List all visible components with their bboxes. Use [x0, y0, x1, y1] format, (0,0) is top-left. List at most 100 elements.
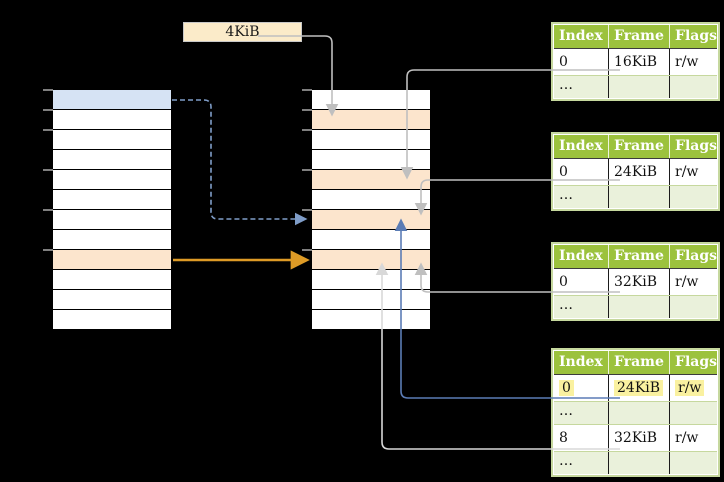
arrow-directory-dashed [172, 99, 308, 226]
table-cell: 24KiB [609, 375, 670, 401]
memory-cell [312, 210, 430, 229]
memory-cell [53, 290, 171, 309]
memory-cell [312, 130, 430, 149]
table-cell: … [554, 402, 609, 424]
table-cell: r/w [670, 375, 717, 401]
table-row: … [554, 75, 717, 98]
address-tick [43, 169, 53, 171]
memory-cell [312, 150, 430, 169]
memory-cell [53, 130, 171, 149]
column-header: Flags [670, 245, 717, 268]
table-row: … [554, 185, 717, 208]
memory-cell [53, 230, 171, 249]
column-header: Frame [609, 351, 670, 374]
page-table-column [312, 90, 430, 329]
memory-cell [53, 170, 171, 189]
address-tick [302, 209, 312, 211]
address-tick [43, 89, 53, 91]
page-size-label: 4KiB [183, 22, 302, 42]
memory-cell [312, 90, 430, 109]
table-cell [609, 452, 670, 474]
memory-cell [53, 270, 171, 289]
address-tick [43, 129, 53, 131]
memory-cell [53, 250, 171, 269]
address-tick [302, 169, 312, 171]
column-header: Flags [670, 351, 717, 374]
table-cell: 8 [554, 425, 609, 451]
table-cell [670, 402, 717, 424]
memory-cell [312, 190, 430, 209]
table-cell [609, 402, 670, 424]
table-cell [609, 186, 670, 208]
table-row: 0 24KiB r/w [554, 374, 717, 401]
table-cell: 0 [554, 159, 609, 185]
table-cell: r/w [670, 269, 717, 295]
address-tick [43, 109, 53, 111]
memory-cell [312, 310, 430, 329]
table-cell [609, 296, 670, 318]
column-header: Flags [670, 25, 717, 48]
memory-cell [312, 170, 430, 189]
address-tick [302, 249, 312, 251]
page-directory-column [53, 90, 171, 329]
column-header: Index [554, 135, 609, 158]
memory-cell [312, 290, 430, 309]
table-cell: 32KiB [609, 425, 670, 451]
table-cell: 16KiB [609, 49, 670, 75]
table-cell [609, 76, 670, 98]
memory-cell [312, 110, 430, 129]
table-cell: … [554, 76, 609, 98]
column-header: Index [554, 25, 609, 48]
memory-cell [312, 270, 430, 289]
memory-cell [53, 150, 171, 169]
highlighted-value: r/w [675, 380, 705, 396]
column-header: Index [554, 351, 609, 374]
table-cell: 0 [554, 269, 609, 295]
memory-cell [53, 310, 171, 329]
column-header: Frame [609, 245, 670, 268]
table-row: … [554, 451, 717, 474]
address-tick [302, 109, 312, 111]
memory-cell [53, 90, 171, 109]
table-cell [670, 76, 717, 98]
table-cell [670, 452, 717, 474]
address-tick [43, 209, 53, 211]
table-cell: 24KiB [609, 159, 670, 185]
column-header: Index [554, 245, 609, 268]
table-row: … [554, 401, 717, 424]
table-cell: r/w [670, 425, 717, 451]
memory-cell [53, 190, 171, 209]
table-cell: … [554, 452, 609, 474]
highlighted-value: 0 [559, 380, 574, 396]
table-cell: … [554, 186, 609, 208]
column-header: Frame [609, 135, 670, 158]
table-cell: … [554, 296, 609, 318]
memory-cell [53, 210, 171, 229]
column-header: Flags [670, 135, 717, 158]
table-cell [670, 296, 717, 318]
table-row: … [554, 295, 717, 318]
table-cell: r/w [670, 49, 717, 75]
address-tick [302, 89, 312, 91]
highlighted-value: 24KiB [614, 380, 664, 396]
table-cell [670, 186, 717, 208]
table-cell: 0 [554, 49, 609, 75]
address-tick [302, 129, 312, 131]
memory-cell [53, 110, 171, 129]
address-tick [43, 249, 53, 251]
memory-cell [312, 250, 430, 269]
memory-cell [312, 230, 430, 249]
